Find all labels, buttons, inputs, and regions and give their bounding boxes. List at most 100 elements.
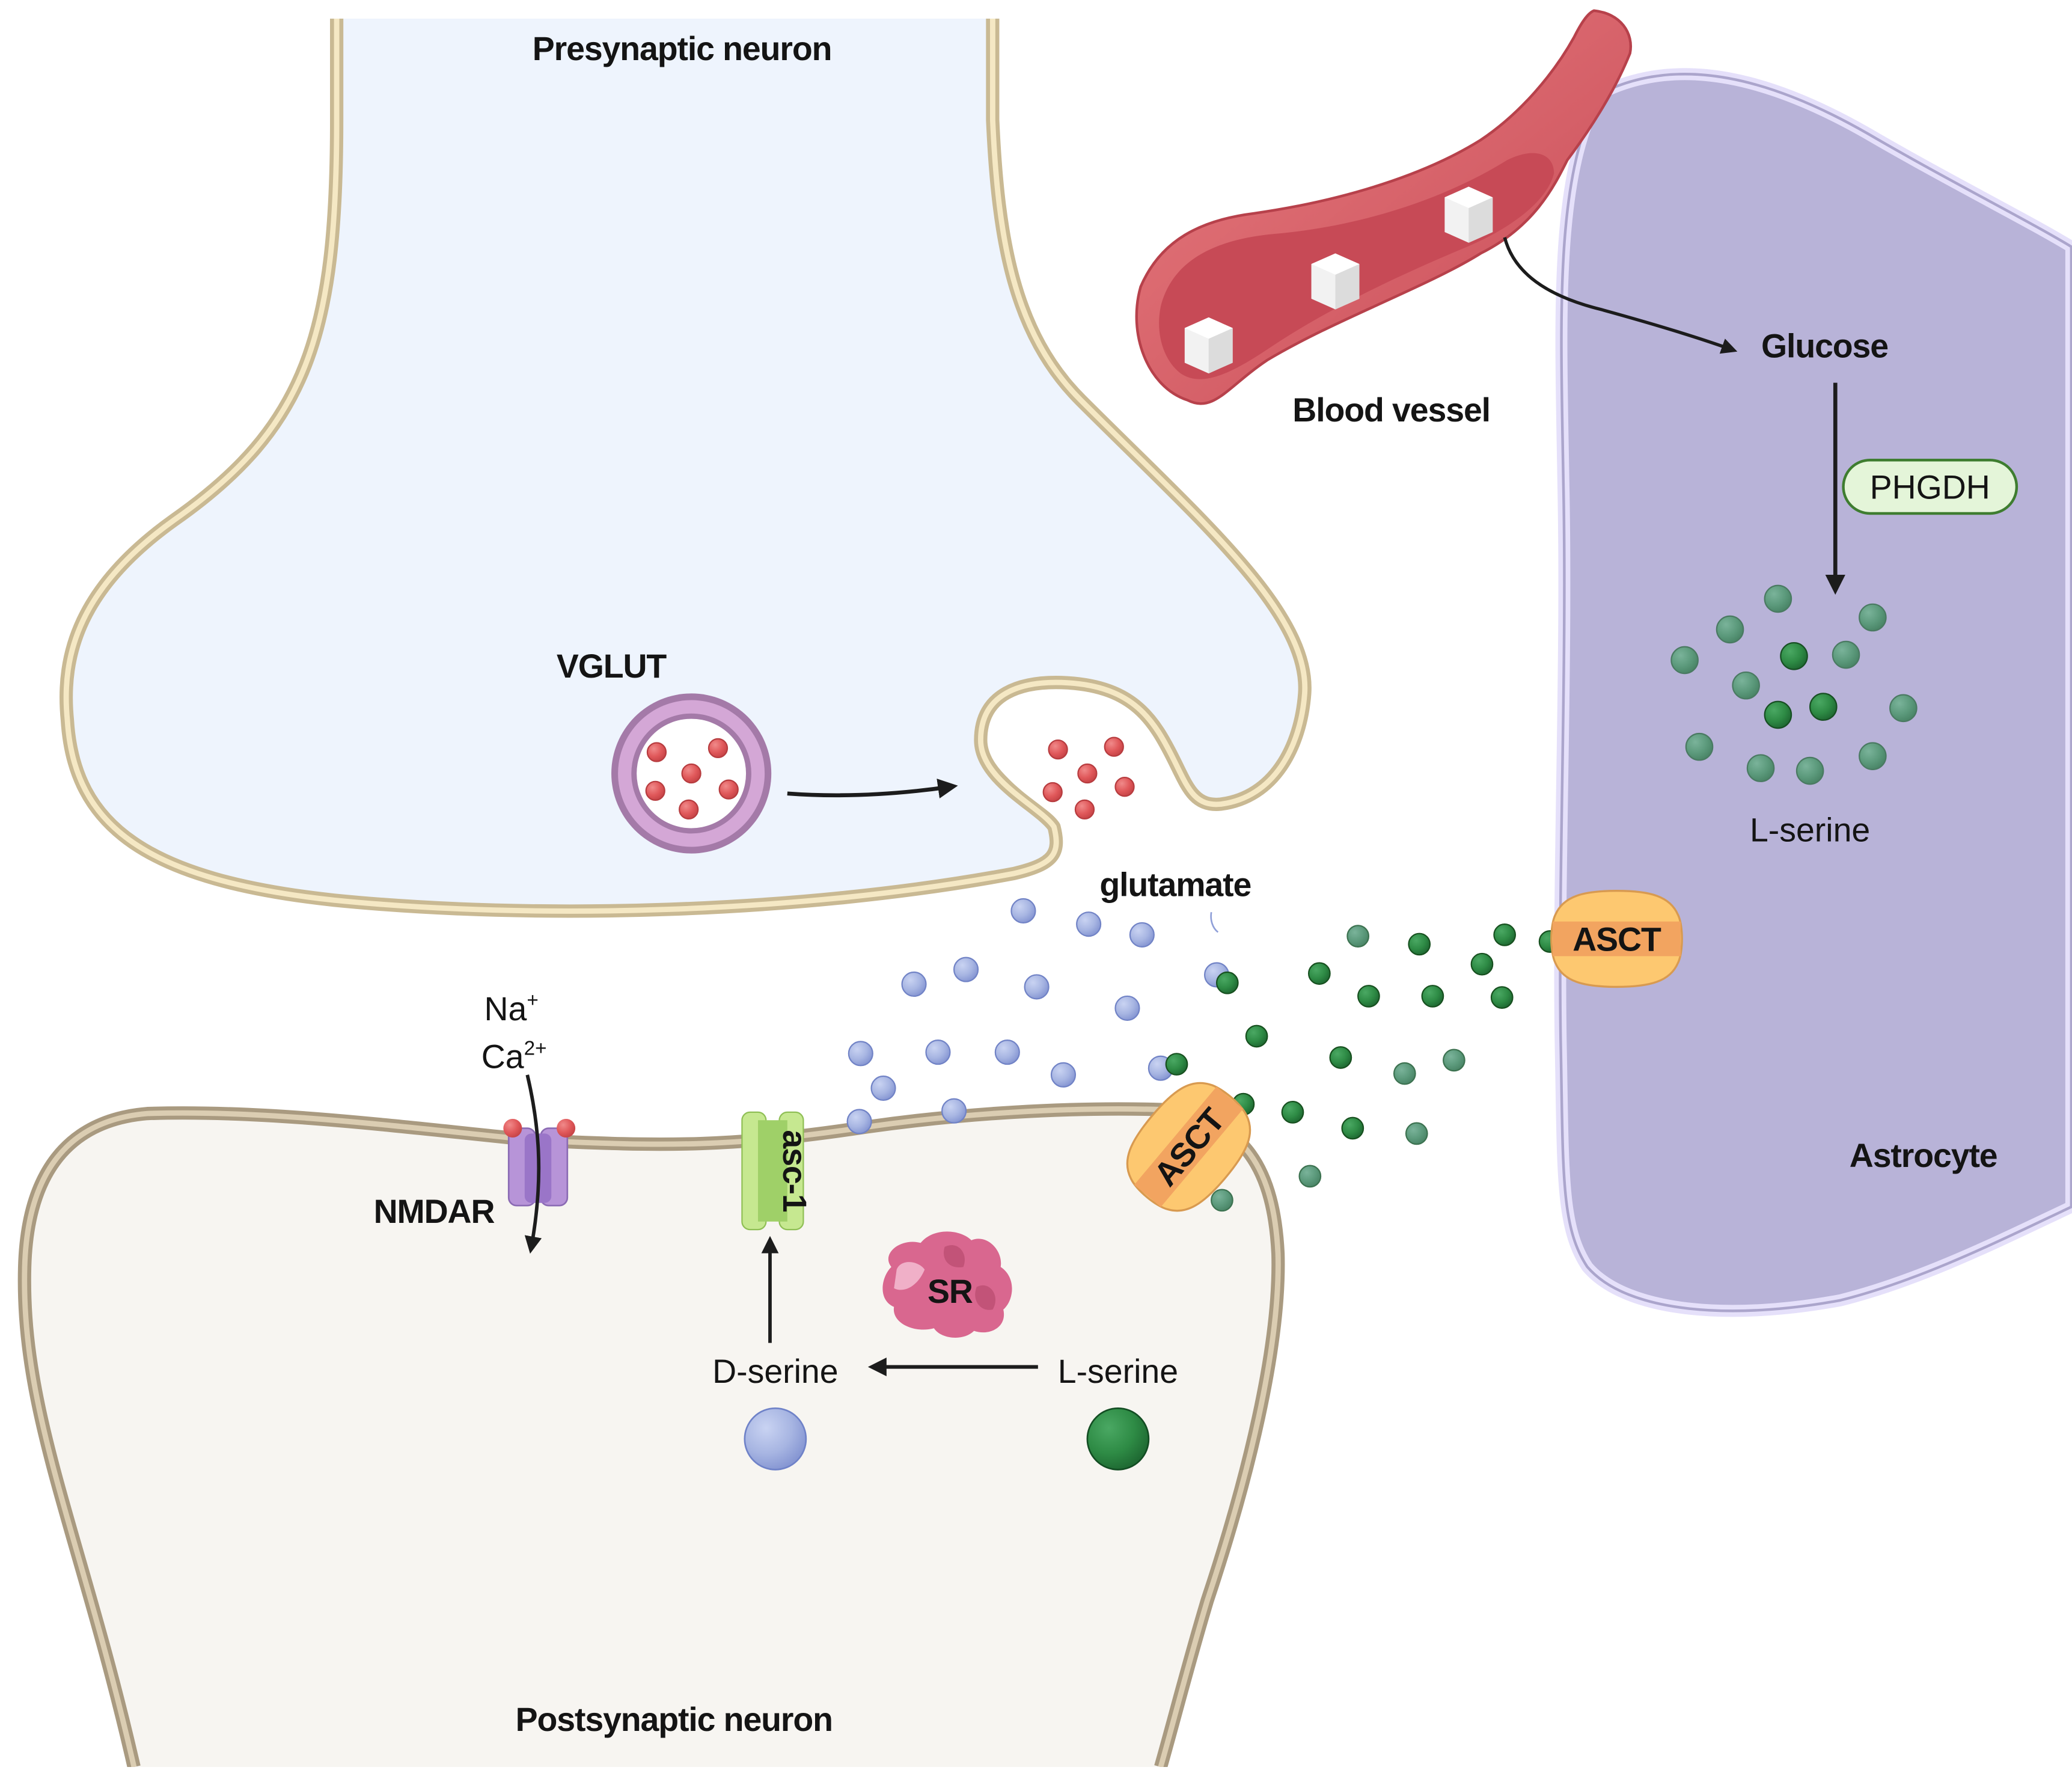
glutamate-molecule [1104,736,1124,757]
glucose-cube [1184,317,1233,374]
d-serine-molecule [848,1041,873,1067]
glutamate-molecule [1042,782,1063,803]
l-serine-molecule [1795,756,1824,785]
l-serine-cluster [1670,584,1918,785]
l-serine-molecule [1780,642,1808,670]
sodium-ion-label: Na+ [484,990,539,1027]
presynaptic-label: Presynaptic neuron [533,30,832,67]
exocytosis-cleft-pocket [989,693,1167,833]
d-serine-molecule [925,1040,951,1065]
l-serine-molecule [1889,694,1918,723]
l-serine-molecule [1165,1053,1188,1076]
glutamate-molecule [645,780,665,801]
l-serine-molecule [1764,700,1792,729]
postsynaptic-label: Postsynaptic neuron [516,1701,833,1738]
l-serine-molecule [1341,1116,1365,1140]
vglut-label: VGLUT [557,648,667,685]
arrow-ion-influx [524,1074,542,1254]
l-serine-molecule [1298,1165,1322,1188]
released-glutamate [1042,736,1135,820]
asc1-label: asc-1 [776,1130,813,1212]
l-serine-molecule [1493,923,1517,946]
asct-transporter-postsynaptic: ASCT [1126,1082,1251,1212]
astrocyte-l-serine-label: L-serine [1750,812,1870,849]
glutamate-molecule [1074,799,1095,820]
astrocyte-label: Astrocyte [1850,1137,1997,1174]
glutamate-molecule [679,799,699,820]
asct-transporter-astrocyte: ASCT [1550,890,1683,988]
glutamate-label: glutamate [1099,866,1251,904]
phgdh-badge: PHGDH [1842,459,2019,515]
astrocyte-membrane-outline [1559,73,2072,1312]
l-serine-molecule [1443,1049,1465,1072]
presynaptic-neuron: Presynaptic neuron [60,19,1312,918]
phgdh-label: PHGDH [1870,469,1990,506]
glutamate-molecule [1048,739,1068,760]
d-serine-molecule [953,957,979,982]
asc1-transporter: asc-1 [741,1111,813,1231]
sr-label: SR [928,1273,973,1310]
l-serine-molecule [1215,971,1239,994]
l-serine-molecule [1832,640,1860,669]
d-serine-molecule-icon [744,1407,807,1471]
arrow-vessel-to-glucose [1503,237,1738,354]
l-serine-molecule [1716,615,1744,644]
glutamate-molecule [646,742,667,762]
l-serine-molecule [1490,986,1514,1009]
l-serine-molecule [1685,732,1714,761]
l-serine-molecule [1211,1189,1233,1212]
glutamate-in-vesicle [645,738,739,820]
asct-astrocyte-label: ASCT [1572,921,1661,958]
d-serine-molecule [846,1109,872,1135]
cleft-l-serine [1165,923,1562,1212]
l-serine-molecule [1393,1062,1416,1085]
d-serine-molecule [941,1098,967,1124]
l-serine-molecule [1746,754,1775,782]
l-serine-molecule [1329,1046,1352,1069]
l-serine-molecule [1307,962,1331,985]
l-serine-molecule [1245,1024,1268,1048]
l-serine-molecule [1357,985,1380,1008]
l-serine-molecule [1859,742,1887,770]
l-serine-molecule [1281,1101,1304,1124]
d-serine-molecule [1114,995,1140,1021]
calcium-ion-label: Ca2+ [481,1038,547,1076]
l-serine-molecule [1670,646,1699,675]
nmdar-label: NMDAR [374,1193,495,1230]
d-serine-molecule [901,971,927,997]
glutamate-molecule [707,738,729,758]
l-serine-molecule [1809,693,1838,721]
d-serine-molecule [1050,1062,1077,1088]
l-serine-molecule [1732,671,1760,700]
glucose-cube [1311,253,1360,310]
d-serine-molecule [1076,911,1102,937]
glutamate-molecule [681,763,701,784]
arrow-vesicle-to-release [787,779,958,798]
blood-vessel-label: Blood vessel [1292,391,1490,429]
l-serine-molecule-icon [1086,1407,1150,1471]
vglut-vesicle [611,693,772,854]
blood-vessel: Blood vessel [1135,9,1632,429]
l-serine-molecule [1470,952,1494,976]
glutamate-molecule [718,779,739,800]
d-serine-molecule [1129,922,1155,948]
presynaptic-membrane-inner [63,19,1308,914]
l-serine-molecule [1405,1122,1428,1145]
l-serine-molecule [1421,985,1444,1008]
glucose-label: Glucose [1761,327,1888,364]
l-serine-molecule [1764,584,1792,613]
astrocyte-body [1554,68,2072,1317]
d-serine-label: D-serine [712,1353,839,1390]
astrocyte: Astrocyte [1554,68,2072,1317]
partial-molecule-arc [1210,911,1219,933]
serine-racemase: SR [882,1231,1012,1338]
d-serine-molecule [1024,974,1050,1000]
glutamate-molecule [1114,777,1135,797]
d-serine-molecule [1010,898,1036,924]
l-serine-molecule [1346,925,1370,948]
d-serine-molecule [870,1075,896,1101]
glucose-cube [1444,186,1493,243]
d-serine-molecule [994,1040,1020,1065]
